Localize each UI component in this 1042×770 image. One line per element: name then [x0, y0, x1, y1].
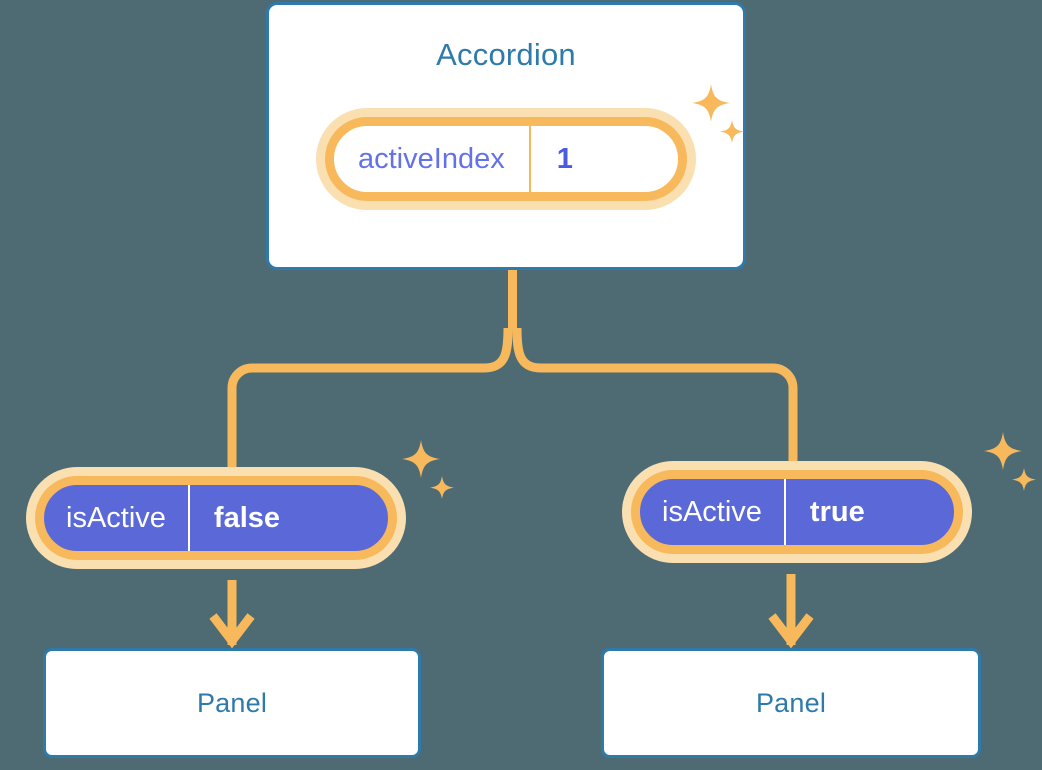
panel-component-card-right[interactable]: Panel — [601, 648, 981, 758]
state-value-is-active-right: true — [783, 479, 889, 545]
arrow-head-left-icon — [209, 613, 255, 649]
panel-title-right: Panel — [755, 687, 827, 718]
state-value-is-active-left: false — [187, 485, 304, 551]
accordion-title: Accordion — [436, 37, 576, 72]
connector-branch-left — [227, 327, 513, 500]
connector-branch-right — [512, 327, 798, 494]
state-pill-active-index[interactable]: activeIndex 1 — [325, 117, 687, 201]
state-key-active-index: activeIndex — [358, 142, 505, 175]
arrow-head-right-icon — [768, 613, 814, 649]
state-pill-is-active-right[interactable]: isActive true — [631, 470, 963, 554]
state-value-active-index: 1 — [528, 126, 599, 192]
state-pill-is-active-left[interactable]: isActive false — [35, 476, 397, 560]
state-key-is-active-left: isActive — [66, 501, 166, 534]
panel-component-card-left[interactable]: Panel — [43, 648, 421, 758]
panel-title-left: Panel — [196, 687, 268, 718]
state-key-is-active-right: isActive — [662, 495, 762, 528]
